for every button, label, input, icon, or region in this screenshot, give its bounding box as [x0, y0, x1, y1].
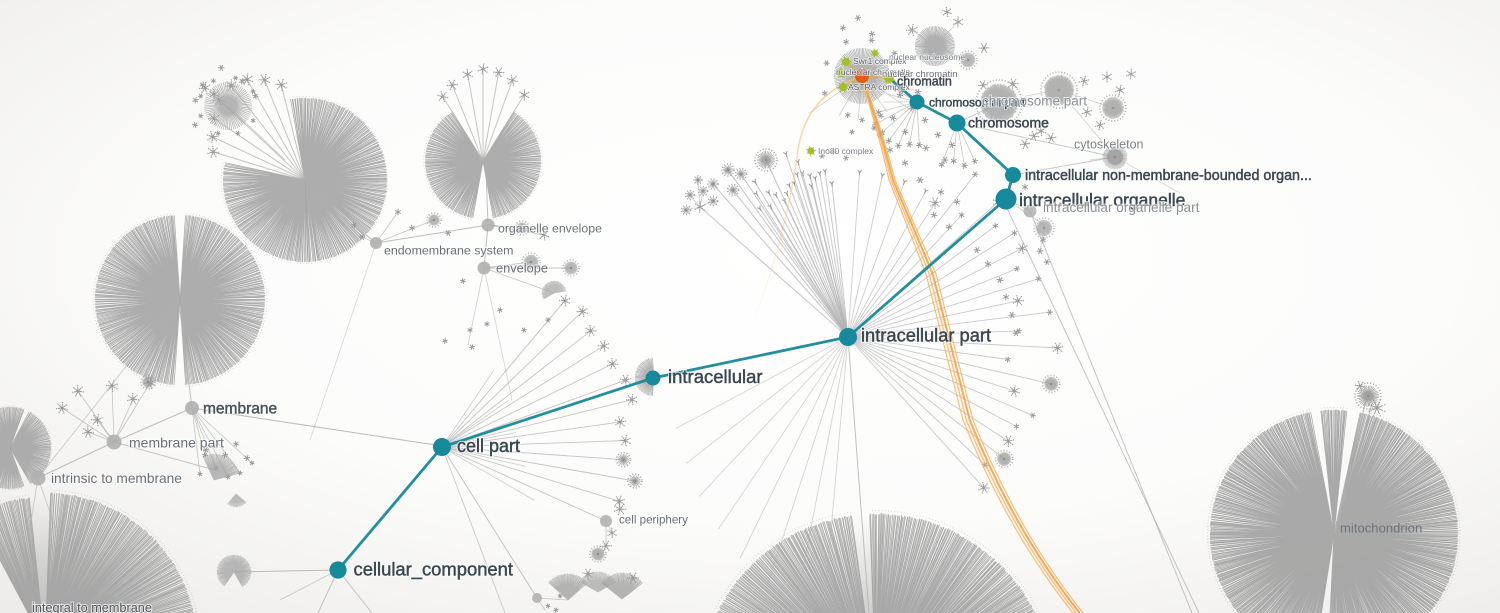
svg-text:chromatin: chromatin	[897, 75, 952, 89]
svg-text:Swr1 complex: Swr1 complex	[853, 56, 907, 66]
svg-text:chromosomal part: chromosomal part	[929, 96, 1026, 110]
svg-text:cytoskeleton: cytoskeleton	[1074, 138, 1144, 152]
svg-text:chromosome part: chromosome part	[982, 94, 1087, 109]
svg-text:intracellular part: intracellular part	[861, 325, 991, 346]
svg-text:cellular_component: cellular_component	[354, 559, 513, 581]
svg-text:ASTRA complex: ASTRA complex	[848, 82, 911, 92]
svg-text:cell periphery: cell periphery	[619, 514, 688, 527]
svg-text:nucleolar chromatin: nucleolar chromatin	[836, 67, 910, 77]
svg-text:envelope: envelope	[496, 261, 548, 276]
svg-text:Ino80 complex: Ino80 complex	[818, 146, 874, 156]
svg-text:membrane part: membrane part	[129, 435, 224, 451]
svg-text:nuclear chromatin: nuclear chromatin	[882, 69, 958, 80]
svg-text:intracellular organelle: intracellular organelle	[1019, 190, 1185, 210]
svg-text:cellular_component: cellular_component	[354, 559, 513, 581]
svg-text:membrane: membrane	[203, 401, 277, 418]
svg-text:intracellular: intracellular	[668, 366, 763, 387]
svg-text:intracellular organelle: intracellular organelle	[1019, 190, 1185, 210]
svg-text:intracellular organelle part: intracellular organelle part	[1043, 200, 1200, 215]
svg-text:intracellular: intracellular	[668, 366, 763, 387]
svg-text:chromosomal part: chromosomal part	[929, 96, 1026, 110]
svg-text:endomembrane system: endomembrane system	[384, 244, 513, 258]
svg-text:organelle envelope: organelle envelope	[498, 222, 602, 236]
svg-text:nuclear nucleosome: nuclear nucleosome	[889, 52, 965, 62]
svg-text:intracellular non-membrane-bou: intracellular non-membrane-bounded organ…	[1025, 168, 1312, 184]
svg-text:intrinsic to membrane: intrinsic to membrane	[51, 471, 182, 486]
svg-text:chromosome: chromosome	[968, 115, 1049, 131]
svg-text:mitochondrion: mitochondrion	[1340, 521, 1422, 536]
svg-text:intracellular non-membrane-bou: intracellular non-membrane-bounded organ…	[1025, 168, 1312, 184]
svg-text:chromatin: chromatin	[897, 75, 952, 89]
svg-text:membrane: membrane	[203, 401, 277, 418]
svg-text:integral to membrane: integral to membrane	[32, 601, 152, 613]
svg-text:intracellular part: intracellular part	[861, 325, 991, 346]
svg-text:cell part: cell part	[457, 436, 520, 456]
svg-text:cell part: cell part	[457, 436, 520, 456]
svg-text:chromosome: chromosome	[968, 115, 1049, 131]
